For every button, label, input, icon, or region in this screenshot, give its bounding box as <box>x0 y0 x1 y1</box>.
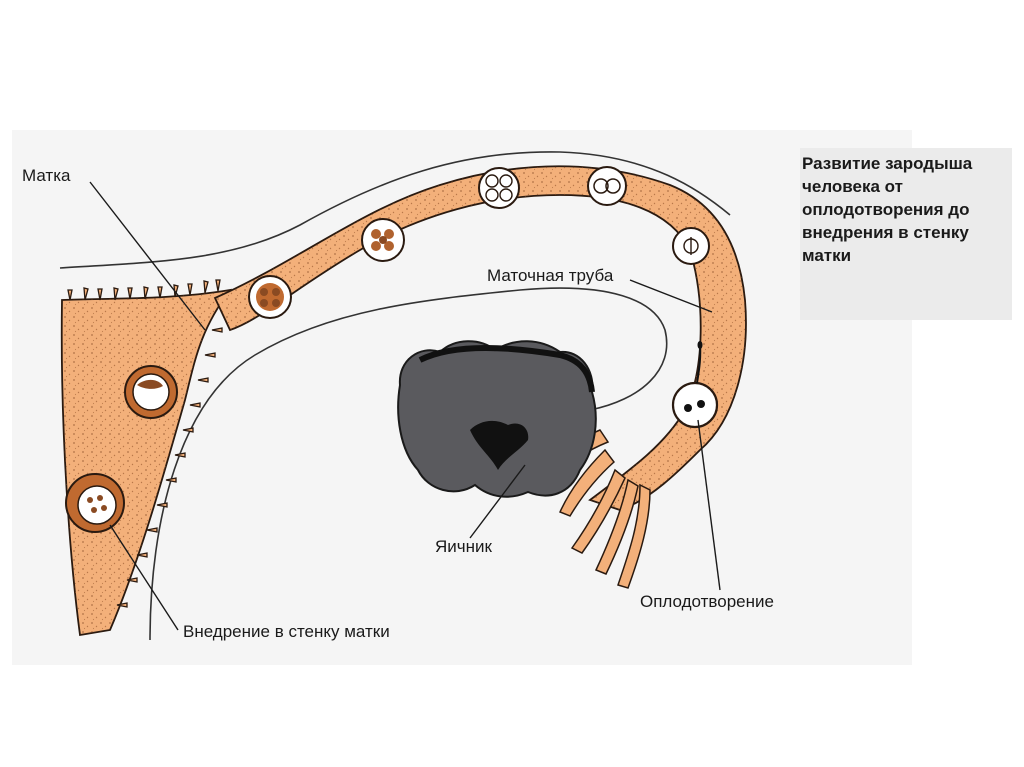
leader-tube <box>629 279 713 313</box>
leader-implantation <box>109 524 179 631</box>
implanting-blastocyst <box>65 473 125 533</box>
embryo-4cell <box>478 167 520 209</box>
zygote <box>672 227 710 265</box>
caption-line: матки <box>802 246 852 265</box>
endometrium-villi-side <box>116 327 223 608</box>
caption-line: человека от <box>802 177 903 196</box>
leader-ovary <box>469 464 526 539</box>
caption-background <box>800 148 1012 320</box>
endometrium-villi-top <box>67 279 221 301</box>
blastocyst <box>124 365 178 419</box>
fertilized-egg <box>671 341 719 429</box>
diagram-caption: Развитие зародыша человека от оплодотвор… <box>802 152 1012 267</box>
ovary <box>397 340 597 498</box>
caption-line: внедрения в стенку <box>802 223 969 242</box>
leader-lines <box>89 181 721 631</box>
leader-fertilization <box>697 419 721 591</box>
outer-contour-line <box>59 151 731 269</box>
label-implantation: Внедрение в стенку матки <box>183 622 390 641</box>
embryo-2cell <box>587 166 627 206</box>
label-fallopian-tube: Маточная труба <box>487 266 614 285</box>
label-ovary: Яичник <box>435 537 492 556</box>
caption-line: Развитие зародыша <box>802 154 973 173</box>
embryo-morula <box>248 275 292 319</box>
inner-contour-line <box>149 287 668 641</box>
label-fertilization: Оплодотворение <box>640 592 774 611</box>
embryo-morula-small <box>361 218 405 262</box>
caption-line: оплодотворения до <box>802 200 970 219</box>
label-uterus: Матка <box>22 166 71 185</box>
leader-uterus <box>89 181 206 331</box>
